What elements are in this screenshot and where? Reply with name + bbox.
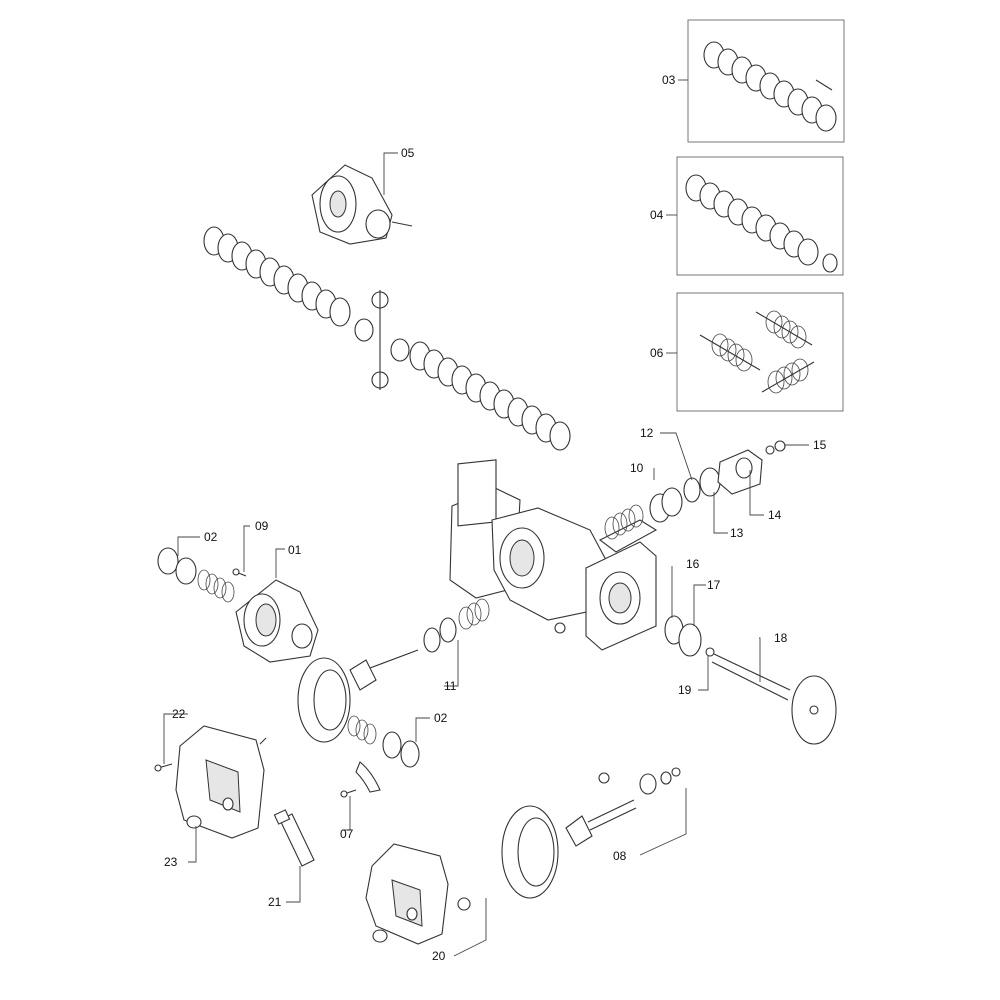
- label-09: 09: [255, 519, 269, 533]
- label-17: 17: [707, 578, 721, 592]
- label-01: 01: [288, 543, 302, 557]
- nut-15: [765, 440, 786, 455]
- label-03: 03: [662, 73, 676, 87]
- lsd-disc-stack-left: [203, 226, 351, 327]
- label-16: 16: [686, 557, 700, 571]
- crush-spring: [458, 598, 490, 630]
- diff-springs: [197, 569, 235, 603]
- springs-lower: [347, 715, 377, 745]
- label-22: 22: [172, 707, 186, 721]
- clutch-disc-stack-03: [703, 41, 837, 132]
- lsd-housing-05: [311, 164, 413, 245]
- bearing-17: [678, 623, 702, 657]
- plug-23: [186, 815, 202, 829]
- label-04: 04: [650, 208, 664, 222]
- bearing-11: [423, 617, 457, 653]
- label-15: 15: [813, 438, 827, 452]
- ring-gear: [297, 657, 351, 743]
- label-23: 23: [164, 855, 178, 869]
- label-20: 20: [432, 949, 446, 963]
- ring-12: [683, 477, 701, 503]
- leader-lines: [163, 79, 809, 957]
- bolt-22: [154, 763, 173, 772]
- cover-kit-20: [365, 843, 471, 945]
- label-10: 10: [630, 461, 644, 475]
- spider-gears: [354, 290, 410, 390]
- pinion-gear: [349, 649, 419, 691]
- callout-labels: 01 02 02 03 04 05 06 07 08 09 10 11 12 1…: [164, 73, 827, 963]
- bearing-02-lower: [382, 731, 420, 768]
- spring-set-06: [699, 310, 815, 394]
- axle-housing: [449, 459, 658, 651]
- label-18: 18: [774, 631, 788, 645]
- ring-pinion-set-08: [501, 767, 681, 899]
- diff-case-01: [235, 579, 319, 663]
- flange-14: [717, 449, 763, 495]
- label-14: 14: [768, 508, 782, 522]
- bearing-02-upper: [157, 547, 197, 585]
- lsd-disc-stack-right: [409, 341, 571, 451]
- label-08: 08: [613, 849, 627, 863]
- label-11: 11: [444, 679, 457, 693]
- kit-box-06: [676, 292, 844, 412]
- label-02-lower: 02: [434, 711, 448, 725]
- kit-box-03: [687, 19, 845, 143]
- label-07: 07: [340, 827, 354, 841]
- label-02-upper: 02: [204, 530, 218, 544]
- clutch-disc-stack-04: [685, 174, 838, 273]
- rear-cover: [175, 725, 265, 839]
- label-12: 12: [640, 426, 654, 440]
- breather-plug: [259, 737, 267, 745]
- seal-13: [699, 467, 721, 497]
- pinion-springs: [604, 504, 644, 540]
- axle-shaft-18: [711, 653, 837, 745]
- ring-19: [705, 647, 715, 657]
- bolt-07: [340, 789, 357, 798]
- sealant-tube-21: [273, 809, 315, 867]
- label-21: 21: [268, 895, 282, 909]
- label-05: 05: [401, 146, 415, 160]
- bearing-10: [649, 487, 683, 523]
- bearing-cap: [355, 761, 381, 793]
- label-13: 13: [730, 526, 744, 540]
- label-19: 19: [678, 683, 692, 697]
- label-06: 06: [650, 346, 664, 360]
- bolt-09: [232, 568, 247, 577]
- kit-box-04: [676, 156, 844, 276]
